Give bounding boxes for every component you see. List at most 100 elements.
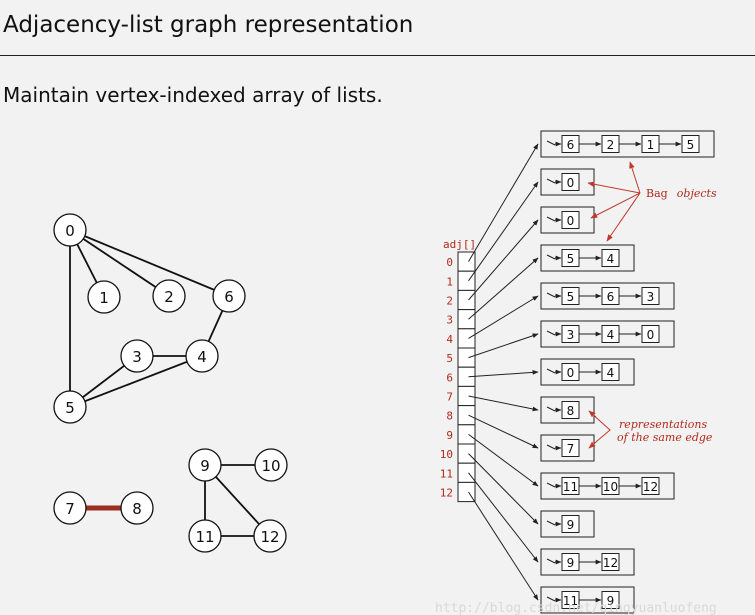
list-node-value: 5 [567, 252, 575, 266]
list-node-value: 0 [567, 176, 575, 190]
adj-pointer-3 [468, 257, 539, 320]
adj-pointer-12 [468, 491, 539, 601]
vertex-12: 12 [253, 519, 287, 553]
list-node-box [601, 591, 620, 609]
list-node-value: 3 [647, 290, 655, 304]
list-node-box [561, 515, 580, 533]
adj-cell-1 [457, 270, 476, 291]
list-node-value: 0 [567, 214, 575, 228]
vertex-label: 6 [224, 288, 234, 306]
list-node-box [601, 249, 620, 267]
adj-pointer-0 [468, 143, 539, 262]
vertex-label: 1 [99, 289, 109, 307]
same-edge-label-line1: representations [619, 418, 707, 431]
list-head-tick [546, 140, 556, 146]
edge-4-5 [69, 355, 203, 408]
adj-pointer-8 [468, 414, 539, 449]
adj-index-4: 4 [446, 333, 453, 346]
adj-index-5: 5 [446, 352, 453, 365]
vertex-9: 9 [188, 448, 222, 482]
vertex-circle [87, 280, 121, 314]
adj-pointer-7 [468, 395, 539, 412]
list-head-tick [546, 254, 556, 260]
list-frame [540, 282, 675, 310]
adj-pointer-1 [468, 181, 539, 282]
list-frame [540, 358, 635, 386]
vertex-6: 6 [212, 279, 246, 313]
adj-cell-10 [457, 443, 476, 464]
list-frame [540, 586, 635, 614]
adj-list-7: 8 [540, 396, 595, 424]
list-head-tick [546, 406, 556, 412]
vertex-label: 7 [65, 500, 75, 518]
list-head-tick [546, 520, 556, 526]
subtitle: Maintain vertex-indexed array of lists. [3, 83, 383, 107]
list-node-value: 4 [607, 252, 615, 266]
vertex-circle [188, 519, 222, 553]
adj-index-3: 3 [446, 314, 453, 327]
adj-cell-8 [457, 405, 476, 426]
same-edge-annotation: representations of the same edge [588, 410, 713, 449]
list-node-value: 4 [607, 366, 615, 380]
list-node-box [561, 439, 580, 457]
vertex-label: 9 [200, 457, 210, 475]
vertex-2: 2 [152, 279, 186, 313]
list-node-value: 5 [687, 138, 695, 152]
list-head-tick [546, 558, 556, 564]
list-frame [540, 244, 635, 272]
list-node-value: 9 [607, 594, 615, 608]
adj-index-10: 10 [440, 448, 453, 461]
vertex-10: 10 [254, 448, 288, 482]
vertex-label: 12 [260, 528, 279, 546]
bag-arrow-1 [587, 181, 641, 194]
list-node-box [561, 211, 580, 229]
list-head-tick [546, 596, 556, 602]
list-node-value: 9 [567, 518, 575, 532]
list-node-value: 6 [607, 290, 615, 304]
vertex-circle [53, 390, 87, 424]
list-head-tick [546, 292, 556, 298]
adj-index-1: 1 [446, 275, 453, 288]
adj-cell-5 [457, 347, 476, 368]
list-node-box [641, 325, 660, 343]
vertex-circle [254, 448, 288, 482]
list-node-value: 4 [607, 328, 615, 342]
bag-objects-label: Bag objects [646, 182, 717, 201]
list-frame [540, 472, 675, 500]
vertex-label: 11 [195, 528, 214, 546]
list-frame [540, 320, 675, 348]
vertex-11: 11 [188, 519, 222, 553]
edge-0-6 [69, 229, 230, 297]
vertex-circle [120, 491, 154, 525]
adj-cell-12 [457, 481, 476, 503]
list-head-tick [546, 216, 556, 222]
list-node-value: 12 [603, 556, 618, 570]
vertex-5: 5 [53, 390, 87, 424]
adj-index-9: 9 [446, 429, 453, 442]
vertex-label: 5 [65, 399, 75, 417]
same-edge-bracket [589, 411, 611, 448]
title-rule [0, 55, 755, 56]
list-node-value: 1 [647, 138, 655, 152]
list-node-box [681, 135, 700, 153]
list-node-box [601, 363, 620, 381]
list-node-value: 0 [647, 328, 655, 342]
list-frame [540, 396, 595, 424]
list-node-value: 6 [567, 138, 575, 152]
adj-array-label: adj[] [443, 238, 476, 251]
list-node-box [601, 553, 620, 571]
list-node-value: 10 [603, 480, 618, 494]
list-head-tick [546, 330, 556, 336]
adj-cell-11 [457, 462, 476, 483]
vertex-circle [53, 213, 87, 247]
list-node-value: 11 [563, 594, 578, 608]
vertex-7: 7 [53, 491, 87, 525]
adj-index-12: 12 [440, 487, 453, 500]
vertex-circle [185, 339, 219, 373]
